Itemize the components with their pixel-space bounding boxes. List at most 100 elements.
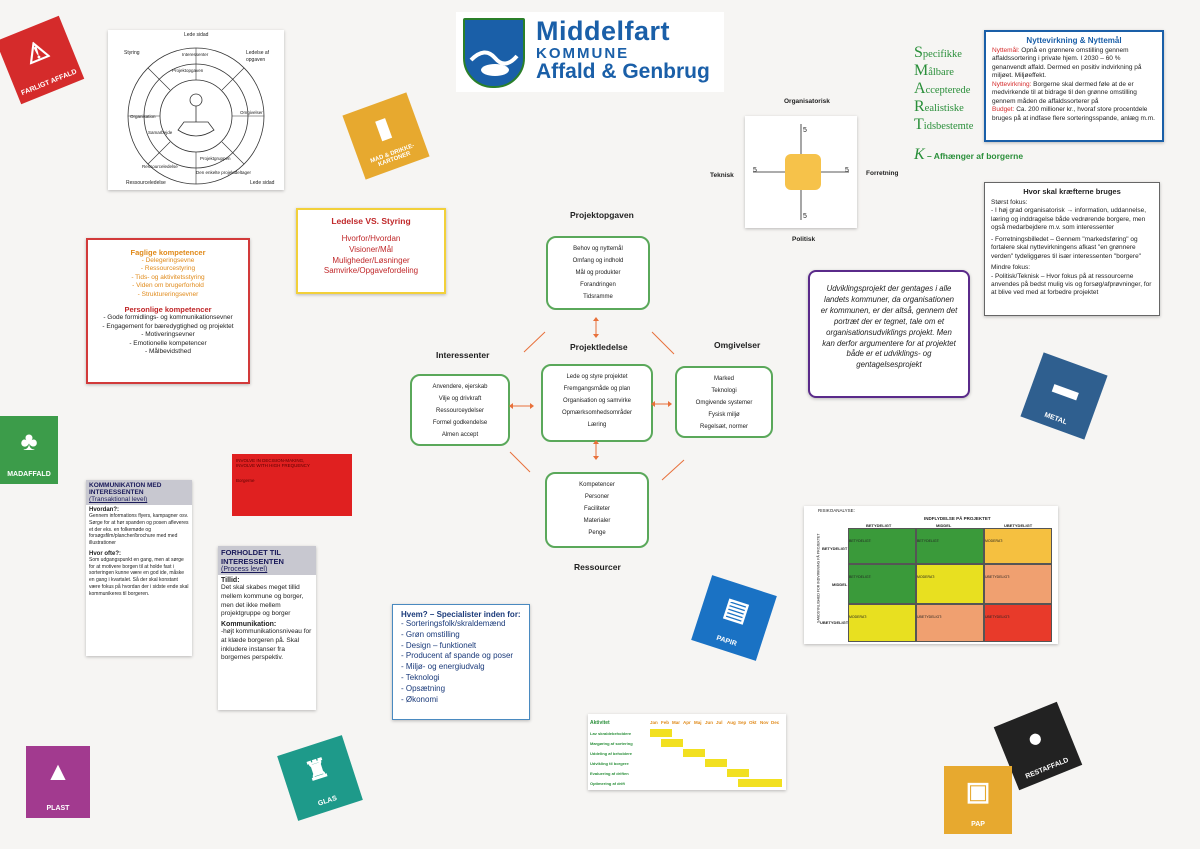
omgivelser-label: Omgivelser <box>714 340 761 350</box>
gantt-month-7: Aug <box>727 720 736 725</box>
gantt-bar-4 <box>727 769 749 777</box>
ressourcer-item-4: Penge <box>588 530 606 536</box>
wheel-right-top-label: Ledelse af opgaven <box>246 50 270 63</box>
nytte-p2: Nyttevirkning: Borgerne skal dermed føle… <box>992 80 1137 105</box>
interessenter-item-0: Anvendere, ejerskab <box>432 384 488 390</box>
projektopgaven-item-3: Forandringen <box>580 282 616 288</box>
projektopgaven-item-4: Tidsramme <box>583 294 613 300</box>
ressourcer-box: Kompetencer Personer Faciliteter Materia… <box>545 472 649 548</box>
gantt-header: Aktivitet <box>590 720 610 726</box>
ledelse-line-1: Visioner/Mål <box>349 244 393 254</box>
compass-left-label: Teknisk <box>710 172 734 179</box>
gantt-month-4: Maj <box>694 720 702 725</box>
faglige-0: - Delegeringsevne <box>141 257 195 264</box>
wheel-inner-3: Projektgruppen <box>200 156 231 161</box>
ressourcer-item-0: Kompetencer <box>579 482 615 488</box>
gantt-month-6: Jul <box>716 720 723 725</box>
wheel-inner-1: Projektopgaven <box>172 68 204 73</box>
nytte-title: Nyttevirkning & Nyttemål <box>1026 36 1122 45</box>
ressourcer-item-2: Faciliteter <box>583 506 610 512</box>
ressourcer-label: Ressourcer <box>574 562 621 572</box>
gantt-row-2: Uddeling af beholdere <box>590 751 633 756</box>
risk-row-header: SANDSYNLIGHED FOR INDVIRKNING PÅ PROJEKT… <box>816 533 821 624</box>
kommunikation-hvordan-text: Gennem informations flyers, kampagner os… <box>89 513 189 546</box>
madaffald-icon: ♣ MADAFFALD <box>0 416 58 484</box>
omgivelser-box: Marked Teknologi Omgivende systemer Fysi… <box>675 366 773 438</box>
kraefter-b2: - Forretningsbilledet – Gennem "markedsf… <box>991 235 1141 260</box>
gantt-bar-5 <box>738 779 782 787</box>
red-note: INVOLVE IN DECISION-MAKING, INVOLVE WITH… <box>232 454 352 516</box>
wheel-right-bottom-label: Lede sidad <box>250 180 275 186</box>
gantt-month-2: Mar <box>672 720 680 725</box>
gantt-month-0: Jan <box>650 720 658 725</box>
risk-cell-2: MODERAT: <box>984 528 1052 564</box>
gantt-row-5: Optimering af drift <box>590 781 626 786</box>
risk-row-1: MIDDEL <box>832 582 848 587</box>
compass-value-top: 5 <box>803 127 807 134</box>
kraefter-title: Hvor skal kræfterne bruges <box>1023 187 1121 196</box>
omgivelser-item-1: Teknologi <box>711 388 737 394</box>
risk-cell-4: MODERAT: <box>916 564 984 604</box>
faglige-title: Faglige kompetencer <box>130 248 206 257</box>
interessenter-box: Anvendere, ejerskab Vilje og drivkraft R… <box>410 374 510 446</box>
projektledelse-box: Lede og styre projektet Fremgangsmåde og… <box>541 364 653 442</box>
nyttevirkning-card: Nyttevirkning & Nyttemål Nyttemål: Opnå … <box>984 30 1164 142</box>
wheel-inner-7: Samarbejde <box>148 130 173 135</box>
kraefter-mindre: Mindre fokus: <box>991 264 1031 272</box>
faglige-1: - Ressourcestyring <box>140 265 196 273</box>
wheel-left-top-label: Styring <box>124 50 140 56</box>
compass-value-bottom: 5 <box>803 213 807 220</box>
red-note-line3: Borgerne <box>236 478 255 483</box>
compass-value-right: 5 <box>845 167 849 174</box>
kraefter-card: Hvor skal kræfterne bruges Størst fokus:… <box>984 182 1160 316</box>
wheel-svg <box>127 47 265 185</box>
wheel-inner-4: Den enkelte projektdeltager <box>196 170 252 175</box>
gantt-month-11: Dec <box>771 720 780 725</box>
risk-cell-3: BETYDELIGT: <box>848 564 916 604</box>
smart-row-1: Målbare <box>914 62 954 79</box>
projektledelse-item-1: Fremgangsmåde og plan <box>563 386 631 392</box>
interessenter-label: Interessenter <box>436 350 490 360</box>
omgivelser-item-0: Marked <box>713 376 734 382</box>
kommunikation-hvordan: Hvordan?: <box>89 507 119 513</box>
kommunikation-hvor-ofte: Hvor ofte?: <box>89 550 121 557</box>
smart-k-row: K – Afhænger af borgerne <box>914 146 1024 163</box>
projektopgaven-box: Behov og nyttemål Omfang og indhold Mål … <box>546 236 650 310</box>
arrow-diag-br <box>661 459 685 481</box>
nytte-p1: Nyttemål: Opnå en grønnere omstilling ge… <box>992 47 1142 80</box>
hvem-title: Hvem? – Specialister inden for: <box>401 610 521 619</box>
hvem-item-6: - Opsætning <box>401 683 446 693</box>
ressourcer-item-1: Personer <box>584 494 610 500</box>
personlige-3: - Emotionelle kompetencer <box>129 339 207 347</box>
risk-cell-6: MODERAT: <box>848 604 916 642</box>
forholdet-kommunikation-text: -højt kommunikationsniveau for at klæde … <box>221 628 312 662</box>
gantt-row-3: Udvikling til borgere <box>590 761 629 766</box>
projektopgaven-label: Projektopgaven <box>570 210 634 220</box>
logo-line1: Middelfart <box>536 16 671 46</box>
leadership-wheel: Lede sidad Styring Ledelse af opgaven Re… <box>108 30 284 190</box>
risk-row-0: BETYDELIGT <box>822 546 848 551</box>
kraefter-b1: - I høj grad organisatorisk → informatio… <box>991 207 1146 232</box>
interessenter-item-4: Almen accept <box>441 432 479 438</box>
plast-icon: ▲ PLAST <box>26 746 90 818</box>
projektledelse-item-3: Opmærksomhedsområder <box>561 410 633 416</box>
gantt-month-1: Feb <box>661 720 669 725</box>
personlige-title: Personlige kompetencer <box>124 305 212 315</box>
risk-row-2: UBETYDELIGT <box>820 620 849 625</box>
personlige-1: - Engagement for bæredygtighed og projek… <box>102 322 234 330</box>
red-note-line2: INVOLVE WITH HIGH FREQUENCY <box>236 463 310 468</box>
forholdet-kommunikation: Kommunikation: <box>221 621 277 629</box>
wheel-inner-0: Interessenter <box>182 52 209 57</box>
personlige-2: - Motiveringsevner <box>141 331 195 339</box>
smart-row-2: Accepterede <box>914 80 971 97</box>
risk-matrix-card: RISIKOANALYSE: INDFLYDELSE PÅ PROJEKTET … <box>804 506 1058 644</box>
hvem-item-1: - Grøn omstilling <box>401 629 460 639</box>
kommunikation-hvor-ofte-text: Som udgangspunkt en gang, men at sørge f… <box>89 556 189 597</box>
arrow-diag-bl <box>509 451 531 473</box>
udvikling-card: Udviklingsprojekt der gentages i alle la… <box>808 270 970 398</box>
wheel-left-bottom-label: Ressourceledelse <box>126 180 166 186</box>
projektledelse-label: Projektledelse <box>570 342 628 352</box>
kommunikation-header: KOMMUNIKATION MED INTERESSENTEN (Transak… <box>86 480 192 505</box>
